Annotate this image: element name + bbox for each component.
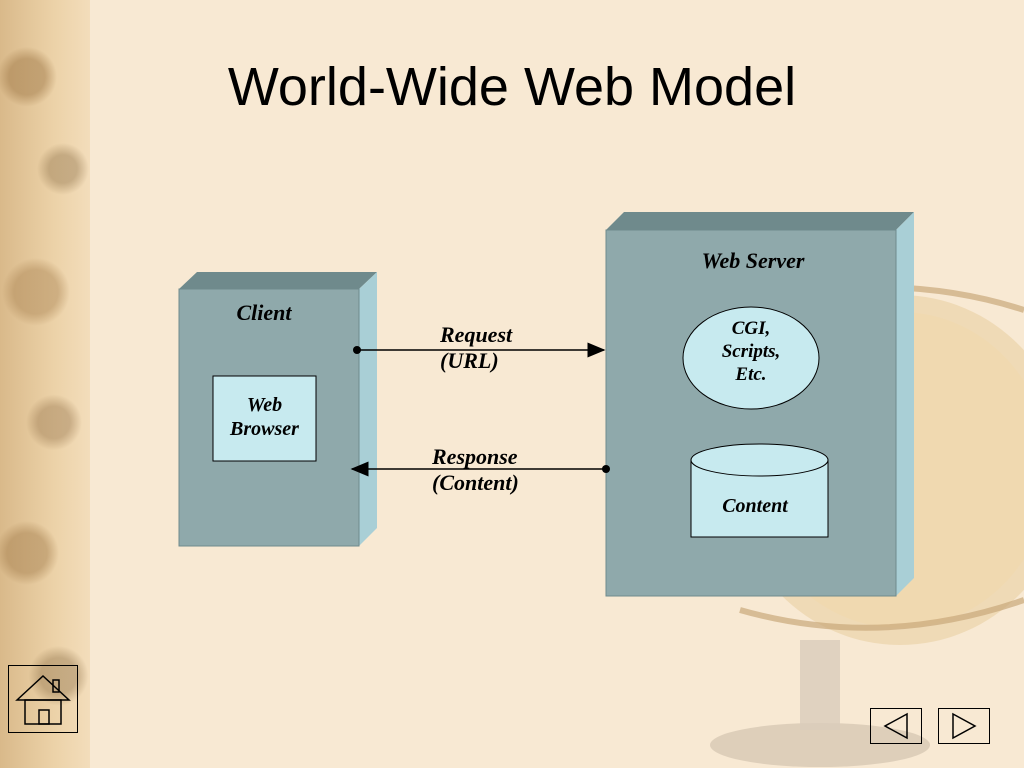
web-browser-box [212,375,317,462]
previous-slide-button[interactable] [870,708,922,744]
response-label-line1: Response [432,444,518,469]
content-label: Content [722,495,788,517]
cgi-scripts-ellipse [682,306,820,410]
cgi-label-line3: Etc. [735,363,767,385]
client-box [178,272,377,547]
cgi-label-line1: CGI, [731,318,771,339]
home-button[interactable] [8,665,78,733]
home-icon [15,674,71,725]
request-label-line1: Request [440,322,513,347]
decorative-map-strip [0,0,90,768]
request-label: Request (URL) [440,322,512,375]
request-label-line2: (URL) [440,348,499,374]
cgi-scripts-label: CGI, Scripts, Etc. [683,318,819,386]
client-label: Client [236,300,292,325]
web-browser-label: Web Browser [213,393,316,441]
response-label: Response (Content) [432,444,519,497]
response-arrow [350,461,610,477]
content-cylinder [690,443,829,538]
request-arrow [353,342,606,358]
triangle-right-icon [952,712,977,740]
cgi-label-line2: Scripts, [721,340,781,362]
slide-title-text: World-Wide Web Model [227,57,797,117]
web-server-label: Web Server [701,248,805,273]
response-label-line2: (Content) [432,470,519,496]
web-browser-label-line1: Web [246,394,283,416]
web-server-box [605,212,914,597]
slide-title: World-Wide Web Model [0,56,1024,118]
web-browser-label-line2: Browser [230,418,299,440]
triangle-left-icon [883,712,908,740]
next-slide-button[interactable] [938,708,990,744]
